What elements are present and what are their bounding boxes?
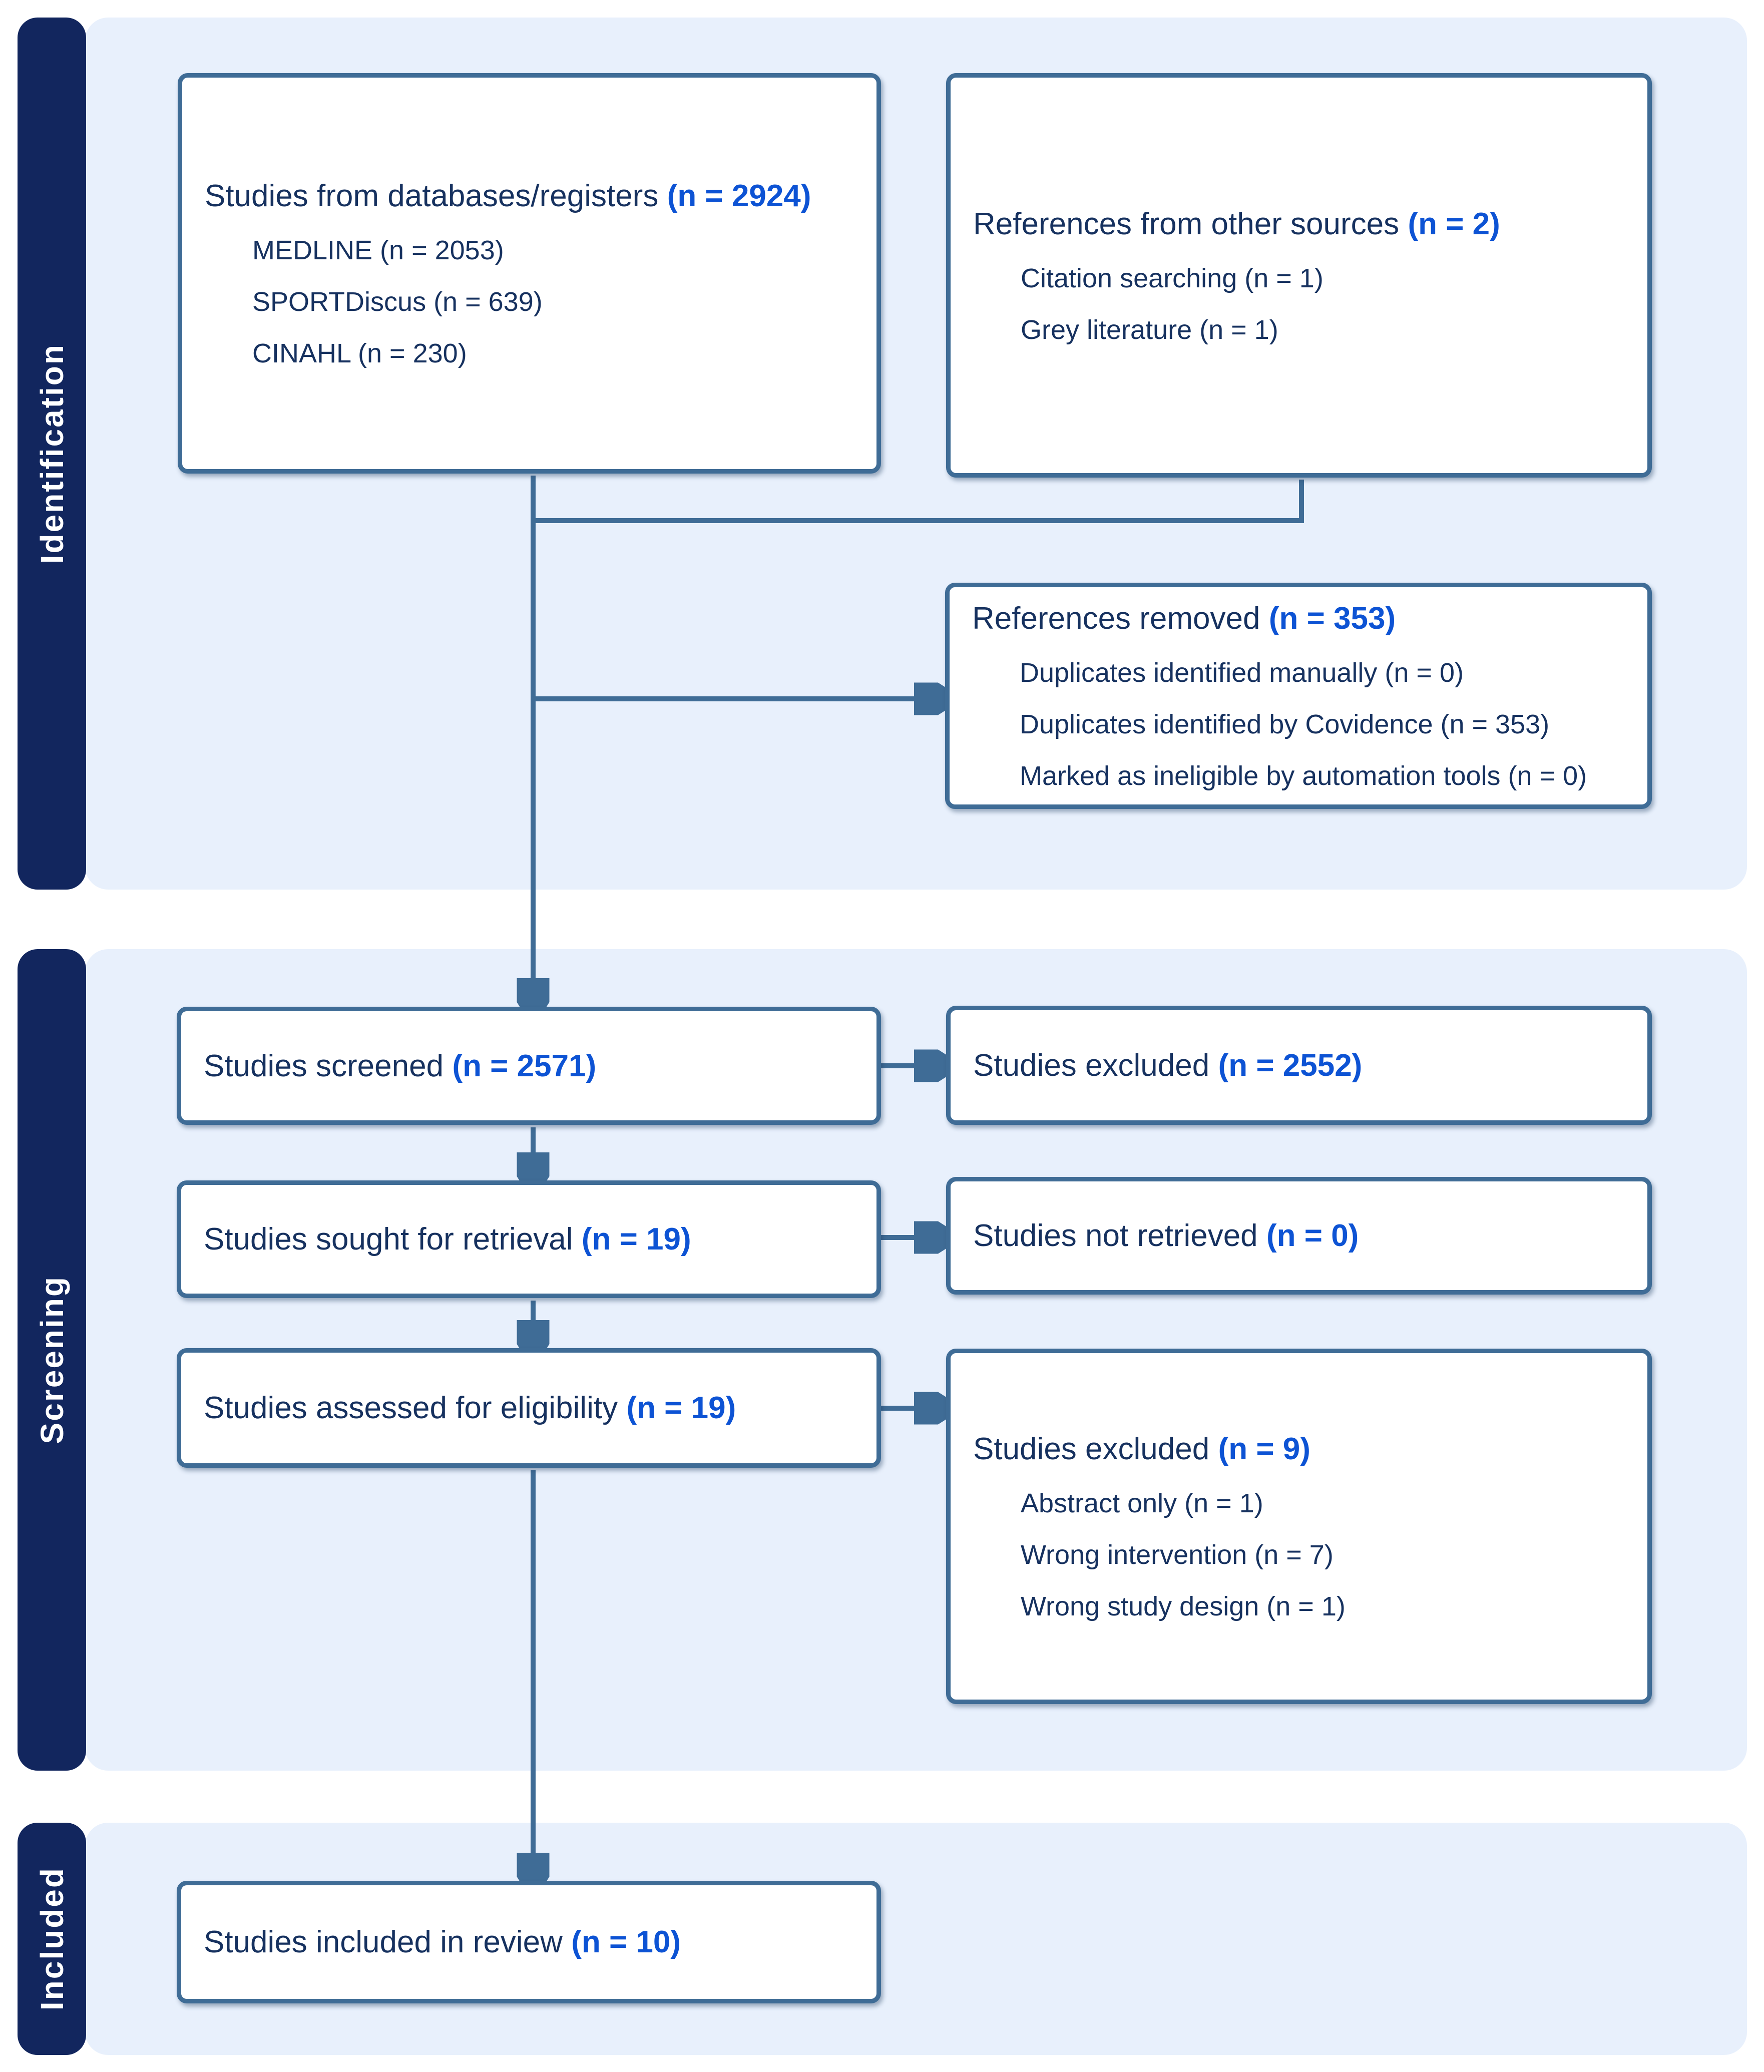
box-title: References removed(n = 353) [972,590,1637,647]
box-count: (n = 353) [1268,601,1396,636]
identification-bar: Identification [18,18,86,890]
box-title: Studies sought for retrieval(n = 19) [204,1210,866,1268]
box-title-text: Studies not retrieved [973,1218,1258,1253]
box-title-text: Studies assessed for eligibility [204,1391,618,1425]
box-title-text: Studies excluded [973,1432,1210,1466]
included-label: Included [34,1867,70,2011]
box-title-text: References from other sources [973,206,1400,241]
box-studies-screened: Studies screened(n = 2571) [177,1007,881,1125]
box-studies-assessed-eligibility: Studies assessed for eligibility(n = 19) [177,1348,881,1468]
box-count: (n = 9) [1218,1432,1310,1466]
box-item: CINAHL (n = 230) [252,338,467,368]
box-title: Studies assessed for eligibility(n = 19) [204,1379,866,1437]
box-item: MEDLINE (n = 2053) [252,235,504,265]
box-item: Marked as ineligible by automation tools… [1020,761,1587,791]
box-title-text: Studies from databases/registers [205,179,659,213]
box-studies-sought-retrieval: Studies sought for retrieval(n = 19) [177,1180,881,1298]
box-count: (n = 19) [626,1391,736,1425]
included-bar: Included [18,1823,86,2055]
box-studies-included-review: Studies included in review(n = 10) [177,1881,881,2003]
box-studies-excluded-eligibility: Studies excluded(n = 9) Abstract only (n… [946,1349,1652,1704]
box-title-text: Studies excluded [973,1048,1210,1083]
box-title: Studies included in review(n = 10) [204,1913,866,1971]
box-references-removed: References removed(n = 353) Duplicates i… [945,583,1652,809]
box-count: (n = 2) [1408,206,1500,241]
box-item: Grey literature (n = 1) [1021,314,1278,345]
box-item: Citation searching (n = 1) [1021,263,1324,293]
box-count: (n = 10) [571,1925,681,1959]
box-studies-from-databases: Studies from databases/registers(n = 292… [178,73,881,474]
box-item: Duplicates identified by Covidence (n = … [1020,709,1550,739]
identification-label: Identification [34,343,70,564]
box-studies-excluded-screening: Studies excluded(n = 2552) [946,1006,1652,1125]
box-count: (n = 2924) [667,179,811,213]
box-item: Wrong study design (n = 1) [1021,1591,1346,1621]
box-references-other-sources: References from other sources(n = 2) Cit… [946,73,1652,478]
box-item: SPORTDiscus (n = 639) [252,287,543,317]
box-title: Studies from databases/registers(n = 292… [205,167,866,225]
box-title: Studies not retrieved(n = 0) [973,1207,1637,1265]
box-title-text: Studies sought for retrieval [204,1222,573,1257]
box-title: References from other sources(n = 2) [973,195,1637,253]
box-title-text: Studies screened [204,1048,444,1083]
box-item: Duplicates identified manually (n = 0) [1020,658,1464,688]
box-count: (n = 2571) [452,1048,597,1083]
box-title-text: References removed [972,601,1260,636]
box-title: Studies excluded(n = 9) [973,1420,1637,1478]
box-studies-not-retrieved: Studies not retrieved(n = 0) [946,1177,1652,1295]
box-item: Abstract only (n = 1) [1021,1488,1263,1518]
box-count: (n = 19) [581,1222,691,1257]
box-title: Studies screened(n = 2571) [204,1037,866,1095]
box-count: (n = 2552) [1218,1048,1363,1083]
box-item: Wrong intervention (n = 7) [1021,1540,1334,1570]
box-title-text: Studies included in review [204,1925,563,1959]
box-title: Studies excluded(n = 2552) [973,1037,1637,1094]
box-count: (n = 0) [1266,1218,1359,1253]
screening-bar: Screening [18,949,86,1771]
screening-label: Screening [34,1276,70,1444]
